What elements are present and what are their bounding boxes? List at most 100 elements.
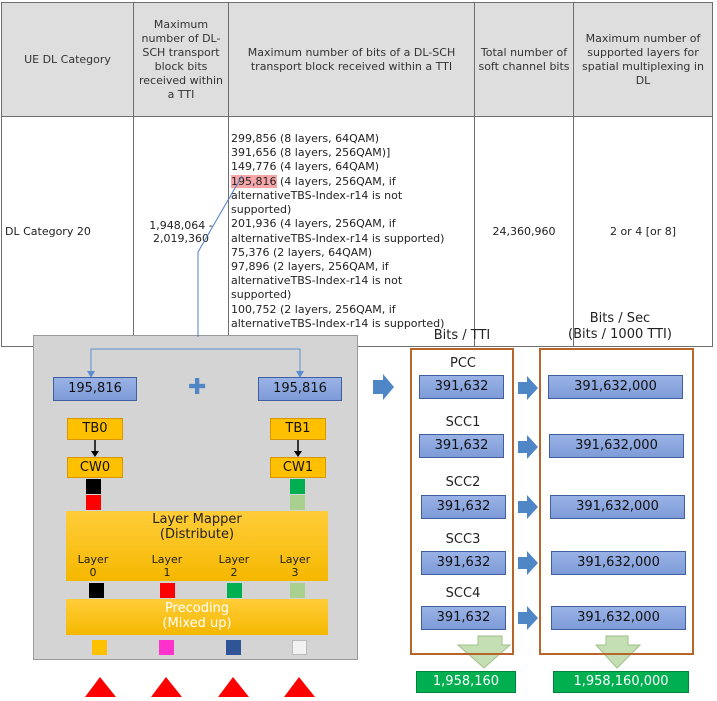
carrier-scc1-sec: 391,632,000 bbox=[549, 434, 684, 458]
header-ue-dl-category: UE DL Category bbox=[1, 2, 134, 117]
layer-number: 3 bbox=[291, 566, 299, 579]
carrier-scc1-tti: 391,632 bbox=[419, 434, 504, 458]
arrowhead-right bbox=[296, 371, 304, 378]
layer-number: 1 bbox=[163, 566, 171, 579]
precoded-symbol-2 bbox=[226, 640, 241, 655]
plus-icon: ✚ bbox=[188, 375, 207, 400]
cell-layers: 2 or 4 [or 8] bbox=[573, 116, 713, 347]
tb1-cw1-arrowhead bbox=[294, 451, 302, 457]
cw0-symbol-bottom bbox=[86, 495, 101, 510]
precoded-symbol-3 bbox=[292, 640, 307, 655]
layer-word: Layer bbox=[218, 553, 250, 566]
bits-line: alternativeTBS-Index-r14 is not bbox=[231, 188, 403, 202]
bits-per-tti-label: Bits / TTI bbox=[433, 328, 491, 343]
layer-word: Layer bbox=[77, 553, 109, 566]
carrier-scc2-tti: 391,632 bbox=[421, 495, 506, 519]
layer-word: Layer bbox=[151, 553, 183, 566]
bits-line: 391,656 (8 layers, 256QAM)] bbox=[231, 146, 391, 160]
precoded-symbol-0 bbox=[92, 640, 107, 655]
cw0-symbol-top bbox=[86, 479, 101, 494]
carrier-scc3-tti: 391,632 bbox=[421, 551, 506, 575]
cell-max-bits-list: 299,856 (8 layers, 64QAM) 391,656 (8 lay… bbox=[228, 116, 475, 347]
header-max-bits-tb: Maximum number of bits of a DL-SCH trans… bbox=[228, 2, 475, 117]
carrier-scc2-sec: 391,632,000 bbox=[550, 495, 685, 519]
bits-per-sec-line1: Bits / Sec bbox=[589, 311, 651, 326]
layer-word: Layer bbox=[279, 553, 311, 566]
layer-mapper-title: Layer Mapper bbox=[152, 512, 242, 527]
layer-2-symbol bbox=[227, 583, 242, 598]
layer-number: 0 bbox=[89, 566, 97, 579]
header-soft-channel-bits: Total number of soft channel bits bbox=[474, 2, 574, 117]
bits-per-sec-line2: (Bits / 1000 TTI) bbox=[568, 327, 672, 342]
precoded-symbol-1 bbox=[159, 640, 174, 655]
split-connector bbox=[90, 348, 301, 374]
cell-soft-bits: 24,360,960 bbox=[474, 116, 574, 347]
precoding-block bbox=[66, 599, 328, 635]
layer-1-symbol bbox=[160, 583, 175, 598]
bits-line: 149,776 (4 layers, 64QAM) bbox=[231, 160, 380, 174]
layer-3-symbol bbox=[290, 583, 305, 598]
bits-per-sec-frame bbox=[539, 348, 694, 655]
cw1-box: CW1 bbox=[270, 457, 326, 478]
cell-category: DL Category 20 bbox=[1, 116, 134, 347]
bits-line: 201,936 (4 layers, 256QAM, if bbox=[231, 217, 396, 231]
cw0-box: CW0 bbox=[67, 457, 123, 478]
highlight-connector bbox=[197, 175, 243, 337]
tb-bits-left: 195,816 bbox=[53, 377, 137, 401]
total-bits-per-sec: 1,958,160,000 bbox=[553, 671, 689, 693]
antenna-icon bbox=[85, 677, 116, 697]
bits-line: 75,376 (2 layers, 64QAM) bbox=[231, 245, 373, 259]
total-tti-down-arrow-icon bbox=[456, 635, 512, 669]
tb-bits-right: 195,816 bbox=[258, 377, 342, 401]
flow-right-arrow-icon bbox=[373, 374, 394, 400]
cw1-symbol-bottom bbox=[290, 495, 305, 510]
highlighted-value: 195,816 bbox=[231, 174, 277, 188]
bits-line: 100,752 (2 layers, 256QAM, if bbox=[231, 302, 396, 316]
table-row: DL Category 20 1,948,064 - 2,019,360 299… bbox=[1, 116, 713, 347]
carrier-scc3-sec: 391,632,000 bbox=[551, 551, 686, 575]
bits-per-tti-frame bbox=[410, 348, 514, 655]
total-bits-per-tti: 1,958,160 bbox=[416, 671, 516, 693]
antenna-icon bbox=[151, 677, 182, 697]
bits-line-highlighted: 195,816 (4 layers, 256QAM, if bbox=[231, 174, 472, 189]
bits-per-sec-label: Bits / Sec(Bits / 1000 TTI) bbox=[545, 311, 695, 343]
antenna-icon bbox=[218, 677, 249, 697]
carrier-scc1-name: SCC1 bbox=[445, 415, 481, 430]
bits-line: 299,856 (8 layers, 64QAM) bbox=[231, 132, 380, 146]
precoding-title: Precoding bbox=[164, 601, 230, 616]
bits-line: alternativeTBS-Index-r14 is not bbox=[231, 274, 403, 288]
bits-line: alternativeTBS-Index-r14 is supported) bbox=[231, 316, 445, 330]
arrowhead-left bbox=[87, 371, 95, 378]
bits-line: 97,896 (2 layers, 256QAM, if bbox=[231, 259, 389, 273]
layer-number: 2 bbox=[230, 566, 238, 579]
carrier-pcc-name: PCC bbox=[450, 356, 476, 371]
bits-line: supported) bbox=[231, 203, 292, 217]
carrier-scc4-tti: 391,632 bbox=[421, 606, 506, 630]
carrier-pcc-sec: 391,632,000 bbox=[548, 375, 683, 399]
table-header-row: UE DL Category Maximum number of DL-SCH … bbox=[1, 2, 713, 117]
layer-mapper-block bbox=[66, 511, 328, 581]
tb0-box: TB0 bbox=[67, 418, 123, 440]
tb0-cw0-arrowhead bbox=[91, 451, 99, 457]
cw1-symbol-top bbox=[290, 479, 305, 494]
bits-line: supported) bbox=[231, 288, 292, 302]
tb1-box: TB1 bbox=[270, 418, 326, 440]
carrier-scc4-name: SCC4 bbox=[445, 586, 481, 601]
carrier-scc2-name: SCC2 bbox=[445, 475, 481, 490]
bits-line: alternativeTBS-Index-r14 is supported) bbox=[231, 231, 445, 245]
bits-line-rest: (4 layers, 256QAM, if bbox=[276, 174, 396, 188]
carrier-scc3-name: SCC3 bbox=[445, 532, 481, 547]
ue-category-table: UE DL Category Maximum number of DL-SCH … bbox=[1, 2, 713, 347]
layer-0-symbol bbox=[89, 583, 104, 598]
carrier-arrows bbox=[518, 376, 538, 630]
layer-mapper-subtitle: (Distribute) bbox=[159, 527, 235, 542]
antenna-icon bbox=[284, 677, 315, 697]
header-max-layers: Maximum number of supported layers for s… bbox=[573, 2, 713, 117]
total-sec-down-arrow-icon bbox=[594, 635, 642, 669]
carrier-scc4-sec: 391,632,000 bbox=[551, 606, 686, 630]
antennas bbox=[85, 677, 315, 697]
